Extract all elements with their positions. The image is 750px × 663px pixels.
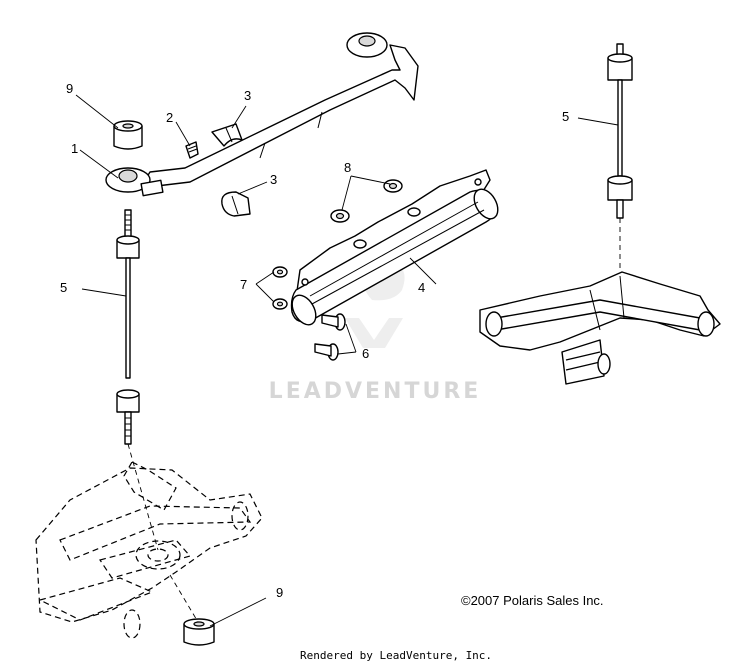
link-rod-left <box>116 209 140 445</box>
suspension-frame-left <box>35 461 263 639</box>
callout-1: 1 <box>71 141 78 156</box>
callouts: 9 1 2 3 3 4 5 5 6 7 8 9 <box>60 81 569 600</box>
link-rod-right <box>607 43 633 219</box>
callout-5-left: 5 <box>60 280 67 295</box>
callout-7: 7 <box>240 277 247 292</box>
callout-8: 8 <box>344 160 351 175</box>
clamp-lower <box>221 191 251 217</box>
alignment-lines <box>127 218 621 623</box>
callout-4: 4 <box>418 280 425 295</box>
washer-lower <box>272 298 288 310</box>
bushing-top <box>113 120 143 150</box>
grommet-lower <box>330 209 350 223</box>
bracket-assembly <box>290 169 499 326</box>
callout-3-lower: 3 <box>270 172 277 187</box>
watermark-text: LEADVENTURE <box>269 379 482 404</box>
bolt-lower <box>314 343 339 361</box>
grommet-upper <box>383 179 403 193</box>
stabilizer-bar <box>105 32 419 197</box>
washer-upper <box>272 266 288 278</box>
callout-9-bottom: 9 <box>276 585 283 600</box>
bushing-bottom <box>183 618 215 646</box>
callout-5-right: 5 <box>562 109 569 124</box>
callout-6: 6 <box>362 346 369 361</box>
callout-9-top: 9 <box>66 81 73 96</box>
bolt-upper <box>321 313 346 331</box>
callout-2: 2 <box>166 110 173 125</box>
suspension-frame-right <box>479 271 721 385</box>
clamp-upper <box>211 123 243 147</box>
screw-part <box>185 141 199 159</box>
copyright-text: ©2007 Polaris Sales Inc. <box>461 593 604 608</box>
callout-3-upper: 3 <box>244 88 251 103</box>
leader-lines <box>75 94 619 627</box>
rendered-by-text: Rendered by LeadVenture, Inc. <box>300 649 492 662</box>
